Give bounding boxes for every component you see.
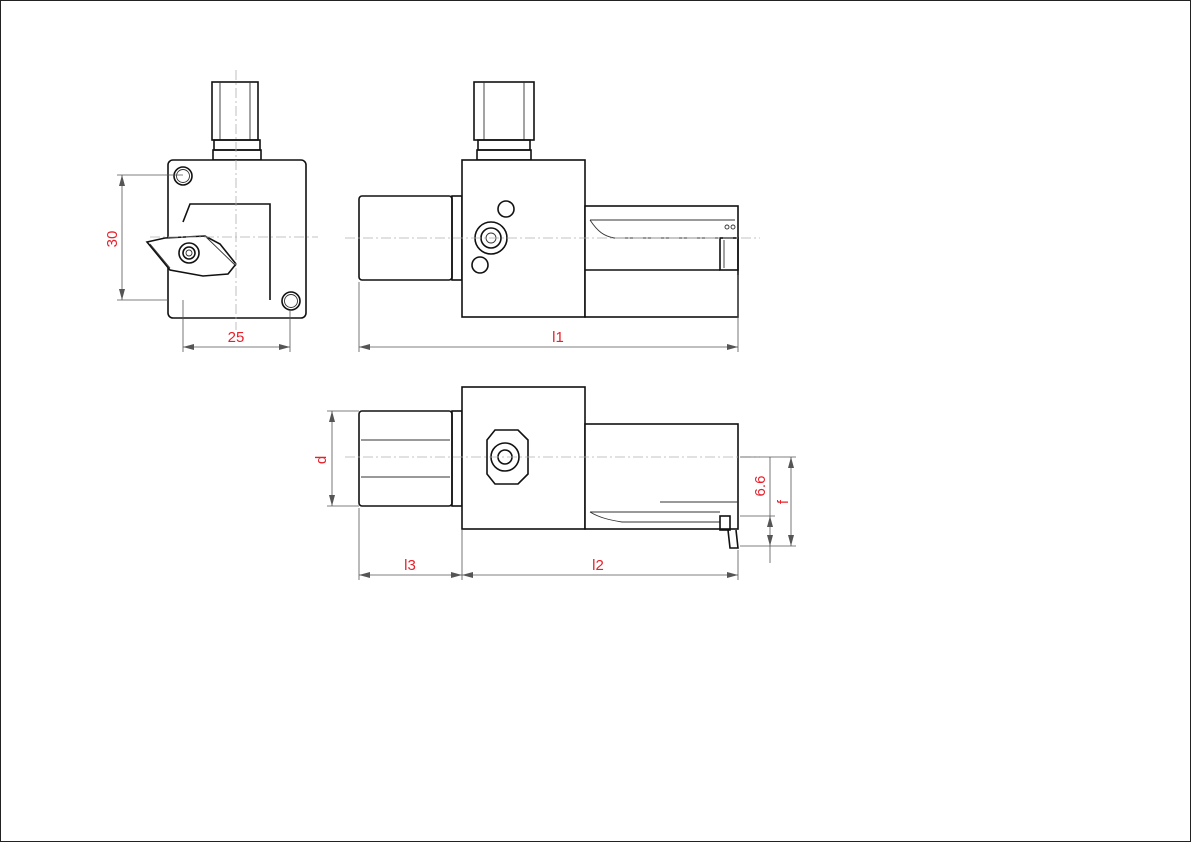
top-hex-fitting bbox=[486, 429, 529, 485]
front-view bbox=[145, 70, 318, 330]
top-body bbox=[461, 386, 586, 530]
front-pocket bbox=[182, 203, 271, 300]
top-dimensions: d l3 l2 6.6 f bbox=[313, 410, 796, 580]
top-cutting-tip bbox=[727, 529, 739, 549]
dim-f-label: f bbox=[775, 499, 792, 504]
side-hex-nut bbox=[473, 81, 535, 141]
dim-l2-label: l2 bbox=[592, 557, 604, 574]
top-insert-slot bbox=[589, 511, 720, 523]
front-hole-top bbox=[173, 166, 193, 186]
side-extension bbox=[584, 205, 739, 318]
dim-offset-label: 6.6 bbox=[752, 476, 769, 497]
side-dimensions: l1 bbox=[358, 275, 739, 352]
side-hole-bottom bbox=[471, 256, 489, 274]
side-body bbox=[461, 159, 586, 318]
front-dimensions: 30 25 bbox=[104, 174, 291, 352]
dim-l1-label: l1 bbox=[552, 329, 564, 346]
front-fitting-collar bbox=[213, 139, 261, 151]
front-hole-bottom bbox=[281, 291, 301, 311]
side-view bbox=[345, 81, 760, 318]
dim-d-label: d bbox=[313, 456, 330, 464]
front-insert-screw bbox=[178, 242, 200, 264]
dim-height-label: 30 bbox=[104, 231, 121, 248]
dim-width-label: 25 bbox=[228, 329, 245, 346]
front-hex-nut bbox=[211, 81, 259, 141]
side-hole-top bbox=[497, 200, 515, 218]
top-shank bbox=[358, 410, 453, 507]
side-insert-slot bbox=[589, 219, 735, 239]
top-extension bbox=[584, 423, 739, 530]
dim-l3-label: l3 bbox=[404, 557, 416, 574]
top-view bbox=[345, 386, 760, 549]
